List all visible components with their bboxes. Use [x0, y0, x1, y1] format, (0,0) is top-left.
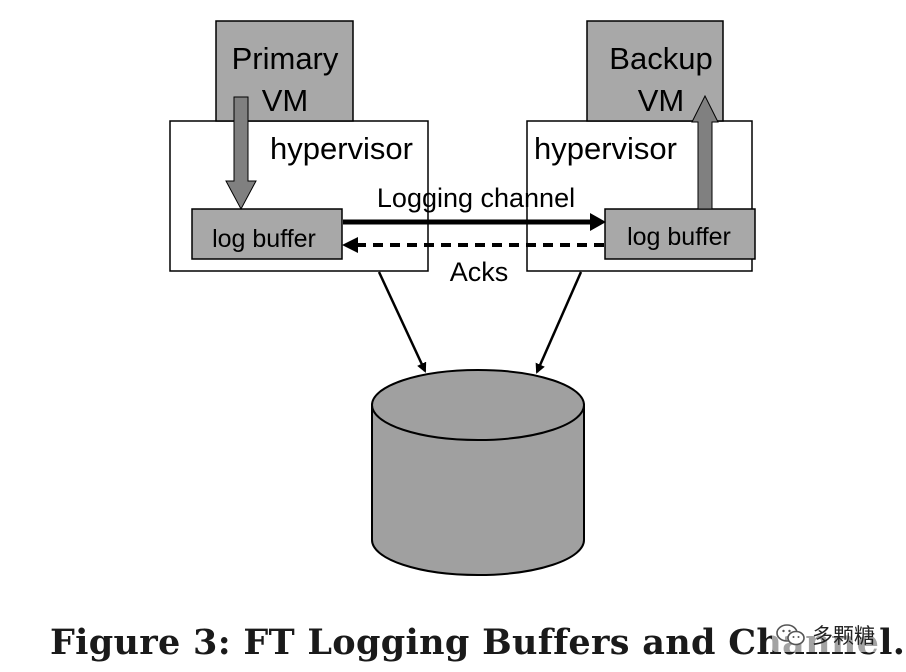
log-buffer-left-label: log buffer: [212, 225, 316, 253]
log-buffer-right-label: log buffer: [627, 223, 731, 251]
wechat-icon: [776, 624, 805, 646]
primary-down-arrow: [225, 96, 257, 211]
logging-channel-label: Logging channel: [377, 183, 575, 213]
right-to-disk-arrow: [535, 271, 583, 374]
backup-vm-label-line2: VM: [638, 83, 685, 118]
hypervisor-right-label: hypervisor: [534, 131, 677, 166]
logging-channel-arrowhead: [590, 213, 606, 231]
figure-caption: Figure 3: FT Logging Buffers and Channel…: [50, 622, 906, 663]
backup-vm-label-line1: Backup: [609, 41, 712, 76]
backup-up-arrow: [691, 94, 719, 210]
acks-label: Acks: [450, 257, 509, 287]
log-buffer-right-box: [604, 208, 756, 260]
primary-vm-label-line2: VM: [262, 83, 309, 118]
left-to-disk-arrow: [377, 271, 427, 373]
watermark: 多颗糖: [772, 618, 879, 652]
shared-disk-icon: [371, 369, 585, 576]
acks-arrowhead: [342, 237, 358, 253]
watermark-text: 多颗糖: [812, 624, 875, 648]
hypervisor-left-label: hypervisor: [270, 131, 413, 166]
primary-vm-label-line1: Primary: [232, 41, 339, 76]
log-buffer-left-box: [191, 208, 343, 260]
